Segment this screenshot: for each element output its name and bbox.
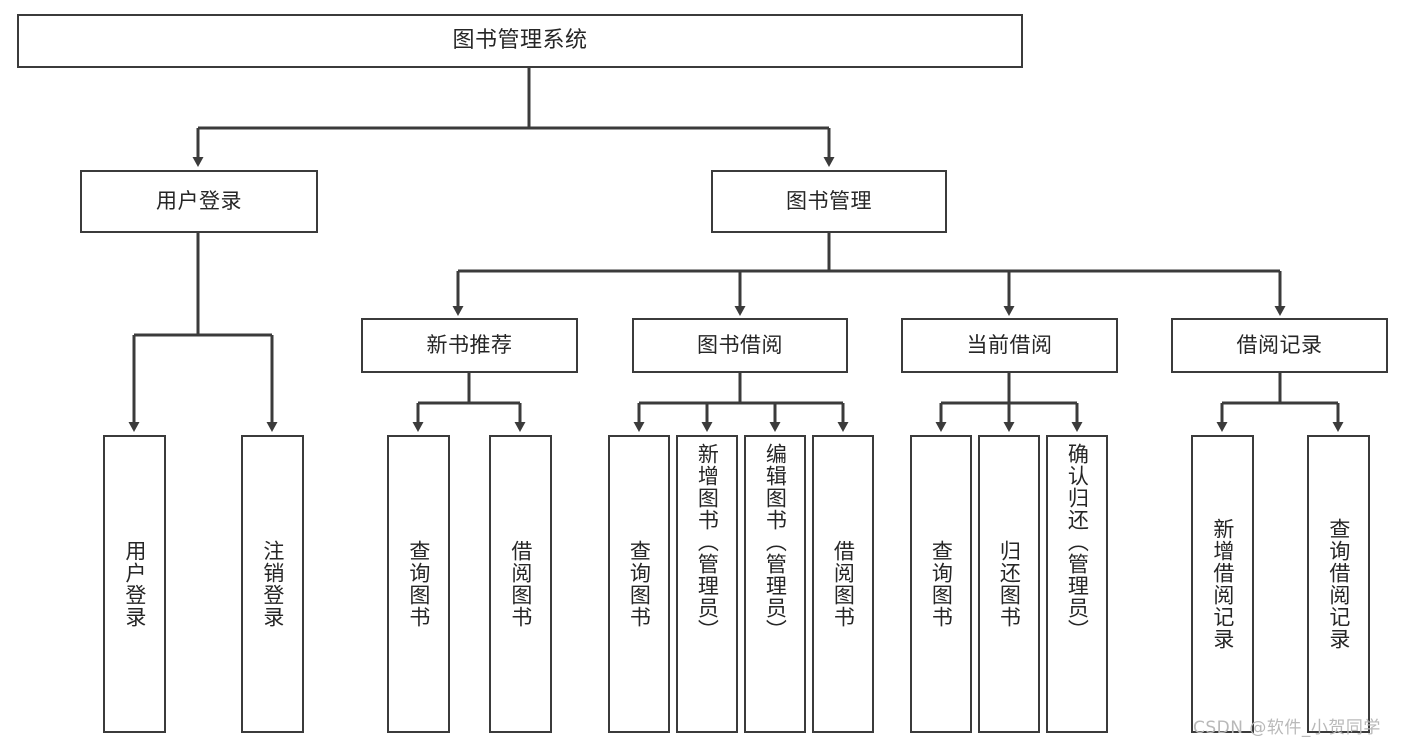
node-borrow-record-label: 借阅记录: [1236, 332, 1323, 357]
leaf-edit-book-label: 编辑图书（管理员）: [763, 443, 788, 641]
leaf-query-book-3-label: 查询图书: [929, 540, 954, 628]
node-current-borrow[interactable]: 当前借阅: [901, 318, 1118, 373]
leaf-add-book-label: 新增图书（管理员）: [695, 443, 720, 641]
leaf-logout-login-label: 注销登录: [260, 540, 285, 628]
node-new-book-recommend-label: 新书推荐: [426, 332, 513, 357]
leaf-query-book-3[interactable]: 查询图书: [910, 435, 972, 733]
leaf-query-book-2-label: 查询图书: [627, 540, 652, 628]
node-borrow-record[interactable]: 借阅记录: [1171, 318, 1388, 373]
leaf-confirm-return[interactable]: 确认归还（管理员）: [1046, 435, 1108, 733]
leaf-query-book-1[interactable]: 查询图书: [387, 435, 450, 733]
node-book-management-label: 图书管理: [786, 188, 872, 213]
leaf-add-book[interactable]: 新增图书（管理员）: [676, 435, 738, 733]
node-root-label: 图书管理系统: [452, 27, 588, 53]
leaf-edit-book[interactable]: 编辑图书（管理员）: [744, 435, 806, 733]
node-user-login-label: 用户登录: [156, 188, 242, 213]
leaf-logout-login[interactable]: 注销登录: [241, 435, 304, 733]
leaf-user-login[interactable]: 用户登录: [103, 435, 166, 733]
leaf-confirm-return-label: 确认归还（管理员）: [1065, 443, 1090, 641]
watermark: CSDN @软件_小贺同学: [1193, 718, 1381, 738]
leaf-query-book-2[interactable]: 查询图书: [608, 435, 670, 733]
node-book-management[interactable]: 图书管理: [711, 170, 947, 233]
leaf-return-book-label: 归还图书: [997, 540, 1022, 628]
node-user-login[interactable]: 用户登录: [80, 170, 318, 233]
leaf-add-record[interactable]: 新增借阅记录: [1191, 435, 1254, 733]
leaf-user-login-label: 用户登录: [122, 540, 147, 628]
node-root[interactable]: 图书管理系统: [17, 14, 1023, 68]
leaf-query-book-1-label: 查询图书: [406, 540, 431, 628]
node-book-borrow-label: 图书借阅: [697, 332, 783, 357]
leaf-add-record-label: 新增借阅记录: [1210, 518, 1235, 650]
node-book-borrow[interactable]: 图书借阅: [632, 318, 848, 373]
leaf-return-book[interactable]: 归还图书: [978, 435, 1040, 733]
leaf-query-record[interactable]: 查询借阅记录: [1307, 435, 1370, 733]
leaf-borrow-book-2-label: 借阅图书: [831, 540, 856, 628]
leaf-borrow-book-2[interactable]: 借阅图书: [812, 435, 874, 733]
leaf-borrow-book-1-label: 借阅图书: [508, 540, 533, 628]
node-current-borrow-label: 当前借阅: [966, 332, 1053, 357]
leaf-borrow-book-1[interactable]: 借阅图书: [489, 435, 552, 733]
node-new-book-recommend[interactable]: 新书推荐: [361, 318, 578, 373]
leaf-query-record-label: 查询借阅记录: [1326, 518, 1351, 650]
